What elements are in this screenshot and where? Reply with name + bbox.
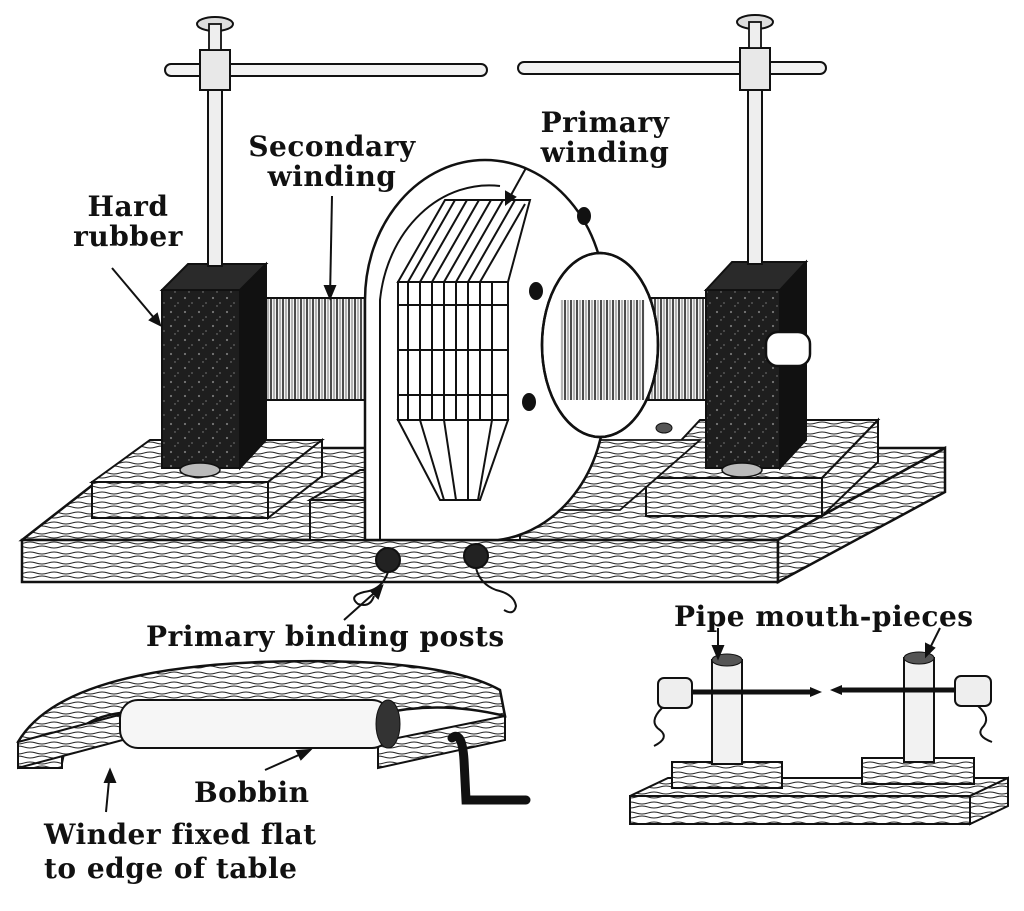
winder-illustration (16, 659, 531, 805)
spark-gap-illustration (629, 651, 1009, 826)
label-primary-winding: Primary winding (540, 106, 670, 169)
primary-binding-posts (353, 543, 518, 614)
label-bobbin: Bobbin (194, 776, 310, 809)
label-secondary-winding: Secondary winding (248, 130, 416, 193)
label-winder: Winder fixed flat to edge of table (44, 818, 317, 885)
bobbin-shape (119, 699, 391, 749)
primary-winding (396, 199, 532, 501)
base-board-side (776, 445, 947, 585)
label-primary-binding-posts: Primary binding posts (146, 620, 505, 653)
label-pipe-mouth-pieces: Pipe mouth-pieces (674, 600, 974, 633)
main-coil-apparatus (18, 14, 947, 614)
leader-arrows (103, 167, 941, 813)
label-hard-rubber: Hard rubber (73, 190, 183, 253)
